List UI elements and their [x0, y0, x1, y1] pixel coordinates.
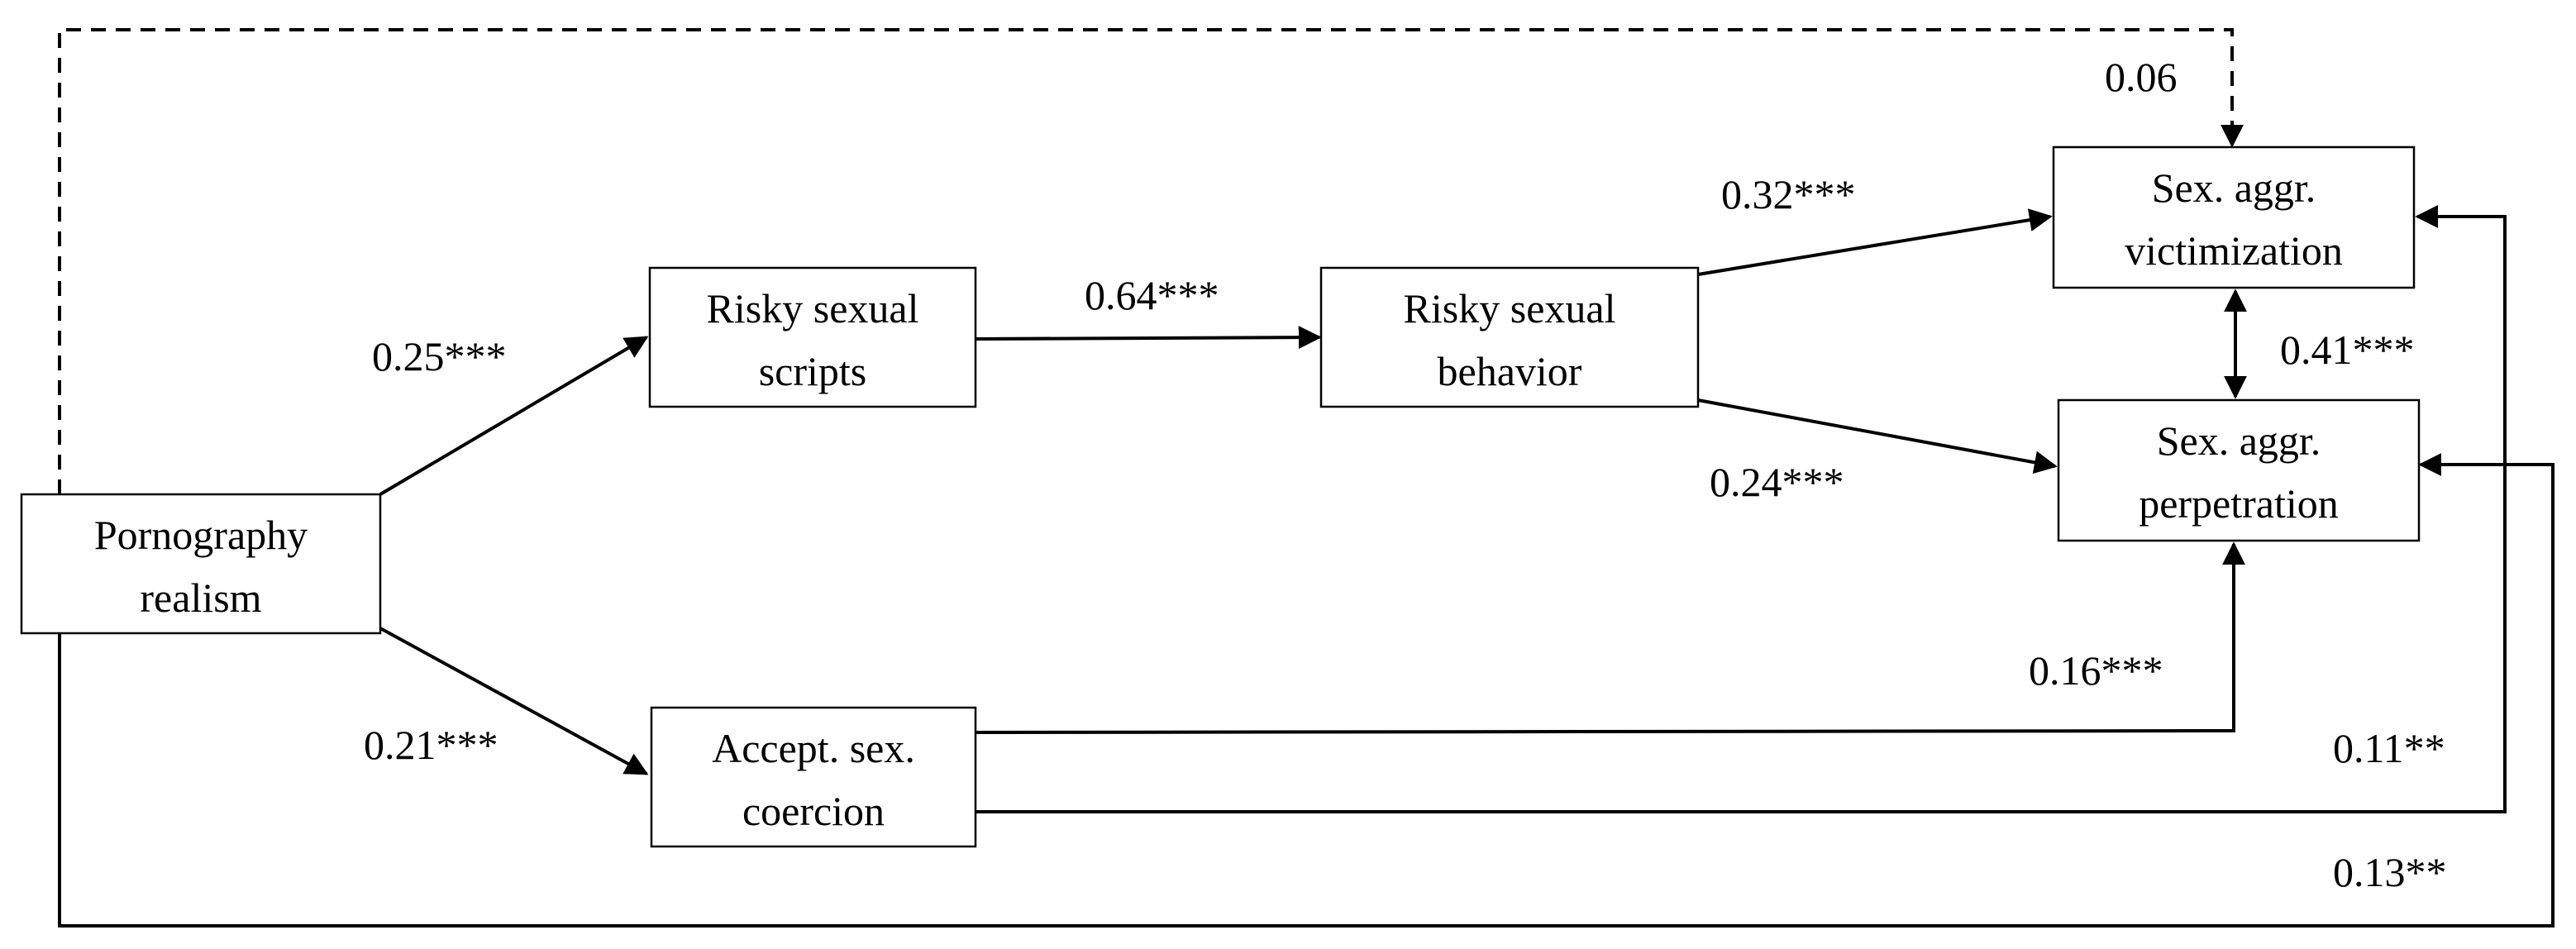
node-label-line1: Risky sexual — [707, 285, 919, 331]
coef-behavior-victimization: 0.32*** — [1721, 171, 1856, 217]
node-label-line2: realism — [140, 575, 261, 621]
node-label-line1: Accept. sex. — [712, 725, 915, 771]
node-label-line2: coercion — [742, 788, 885, 834]
node-label-line2: scripts — [759, 348, 867, 394]
node-label-line1: Risky sexual — [1404, 285, 1616, 331]
edge-porn-perpetration — [58, 453, 2555, 928]
node-accept-sex-coercion: Accept. sex. coercion — [650, 706, 977, 848]
node-label-line1: Sex. aggr. — [2152, 165, 2316, 211]
node-label-line1: Pornography — [94, 512, 308, 558]
edge-porn-victimization — [58, 28, 2244, 494]
node-sex-aggr-victimization: Sex. aggr. victimization — [2052, 145, 2416, 289]
edge-behavior-perpetration — [1697, 398, 2058, 474]
edge-scripts-behavior — [975, 326, 1322, 350]
edge-coercion-perpetration — [975, 541, 2245, 734]
coef-porn-victimization: 0.06 — [2105, 54, 2178, 100]
coef-scripts-behavior: 0.64*** — [1085, 272, 1219, 318]
edge-porn-coercion — [379, 627, 649, 775]
edge-porn-scripts — [379, 336, 649, 496]
node-label-line1: Sex. aggr. — [2157, 417, 2321, 464]
node-label-line2: perpetration — [2139, 480, 2339, 527]
edge-behavior-victimization — [1697, 208, 2053, 276]
coef-coercion-perpetration: 0.16*** — [2029, 647, 2163, 694]
node-sex-aggr-perpetration: Sex. aggr. perpetration — [2057, 398, 2421, 542]
coef-porn-coercion: 0.21*** — [364, 722, 499, 768]
coef-victimization-perpetration: 0.41*** — [2280, 327, 2415, 373]
coef-porn-perpetration: 0.13** — [2333, 849, 2447, 895]
coef-behavior-perpetration: 0.24*** — [1710, 459, 1844, 505]
node-risky-sexual-scripts: Risky sexual scripts — [648, 266, 977, 408]
coef-porn-scripts: 0.25*** — [372, 333, 507, 379]
node-risky-sexual-behavior: Risky sexual behavior — [1319, 266, 1700, 408]
node-label-line2: victimization — [2125, 227, 2343, 274]
coef-coercion-victimization: 0.11** — [2333, 725, 2445, 771]
node-pornography-realism: Pornography realism — [20, 493, 382, 635]
node-label-line2: behavior — [1438, 348, 1582, 394]
edge-coercion-victimization — [976, 205, 2507, 813]
